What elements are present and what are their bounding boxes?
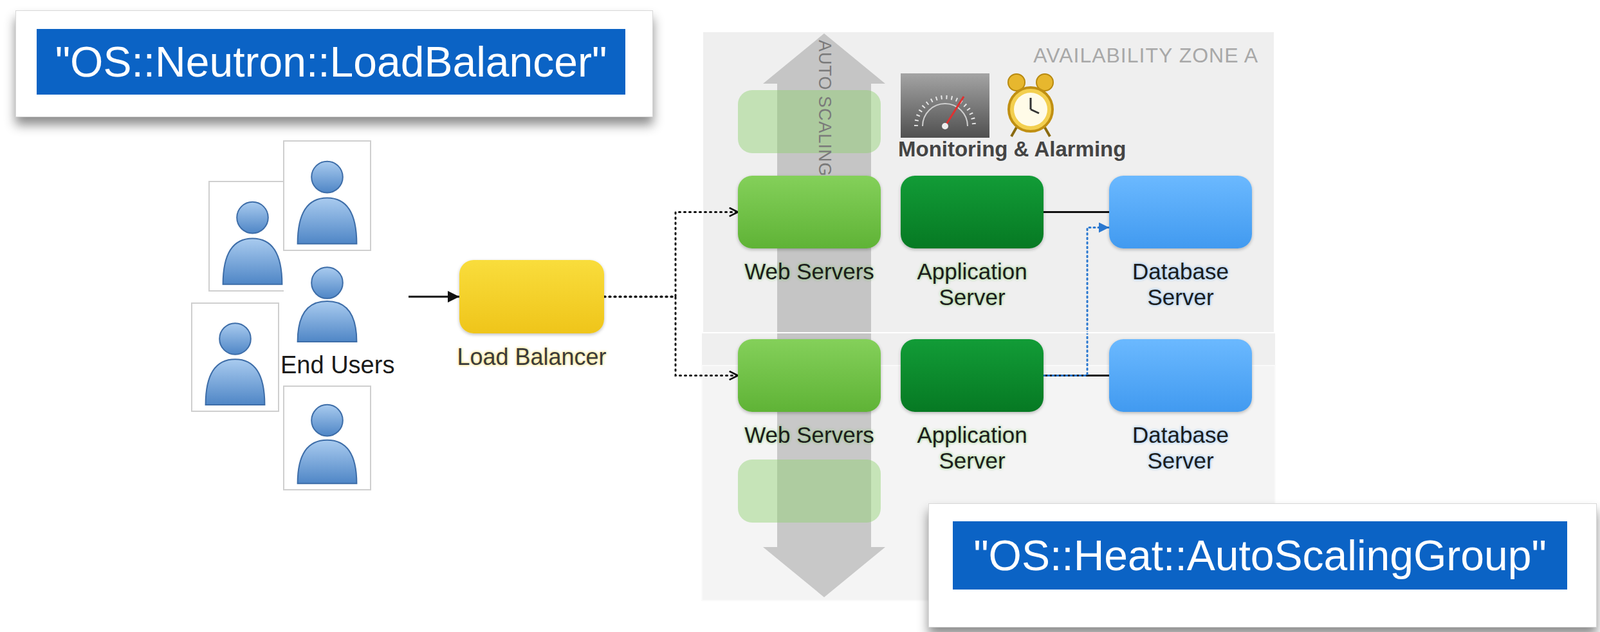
- node-label: Web Servers: [737, 422, 881, 448]
- app-server-box: Application Server: [900, 175, 1044, 249]
- node-label: Web Servers: [737, 258, 881, 285]
- rotated-label: AUTO SCALING: [814, 39, 835, 177]
- node-label: Application Server: [900, 422, 1044, 475]
- web-server-box: Web Servers: [737, 339, 881, 412]
- callout-text: "OS::Neutron::LoadBalancer": [36, 28, 626, 95]
- user-icon: [209, 181, 296, 291]
- callout-text: "OS::Heat::AutoScalingGroup": [952, 521, 1568, 590]
- connector: [604, 212, 738, 298]
- load-balancer-box: Load Balancer: [459, 259, 605, 334]
- node-label: Database Server: [1109, 258, 1252, 311]
- resource-callout: "OS::Neutron::LoadBalancer": [15, 10, 653, 118]
- availability-zone: AVAILABILITY ZONE AWeb ServersApplicatio…: [701, 30, 1276, 334]
- user-icon: [283, 250, 371, 348]
- user-group: End Users: [186, 135, 409, 493]
- gauge-icon: [900, 73, 990, 138]
- node-label: Application Server: [900, 258, 1044, 311]
- faded-server-box: [737, 459, 881, 523]
- connector: [408, 295, 460, 298]
- web-server-box: Web Servers: [737, 175, 881, 249]
- user-icons: [186, 135, 409, 493]
- connector: [604, 296, 738, 376]
- connector: [1043, 211, 1110, 213]
- user-icon: [283, 386, 371, 490]
- icon-caption: Monitoring & Alarming: [898, 137, 1126, 162]
- group-label: End Users: [280, 351, 395, 380]
- alarm-clock-icon: [1008, 73, 1054, 137]
- connector: [1043, 227, 1110, 376]
- faded-server-box: [737, 90, 881, 154]
- zone-label: AVAILABILITY ZONE A: [1033, 43, 1259, 68]
- database-box: Database Server: [1109, 175, 1252, 249]
- user-icon: [283, 140, 371, 251]
- resource-callout: "OS::Heat::AutoScalingGroup": [928, 503, 1597, 628]
- user-icon: [191, 303, 279, 412]
- database-box: Database Server: [1109, 339, 1252, 412]
- app-server-box: Application Server: [900, 339, 1044, 412]
- node-label: Load Balancer: [429, 343, 635, 370]
- node-label: Database Server: [1109, 422, 1252, 475]
